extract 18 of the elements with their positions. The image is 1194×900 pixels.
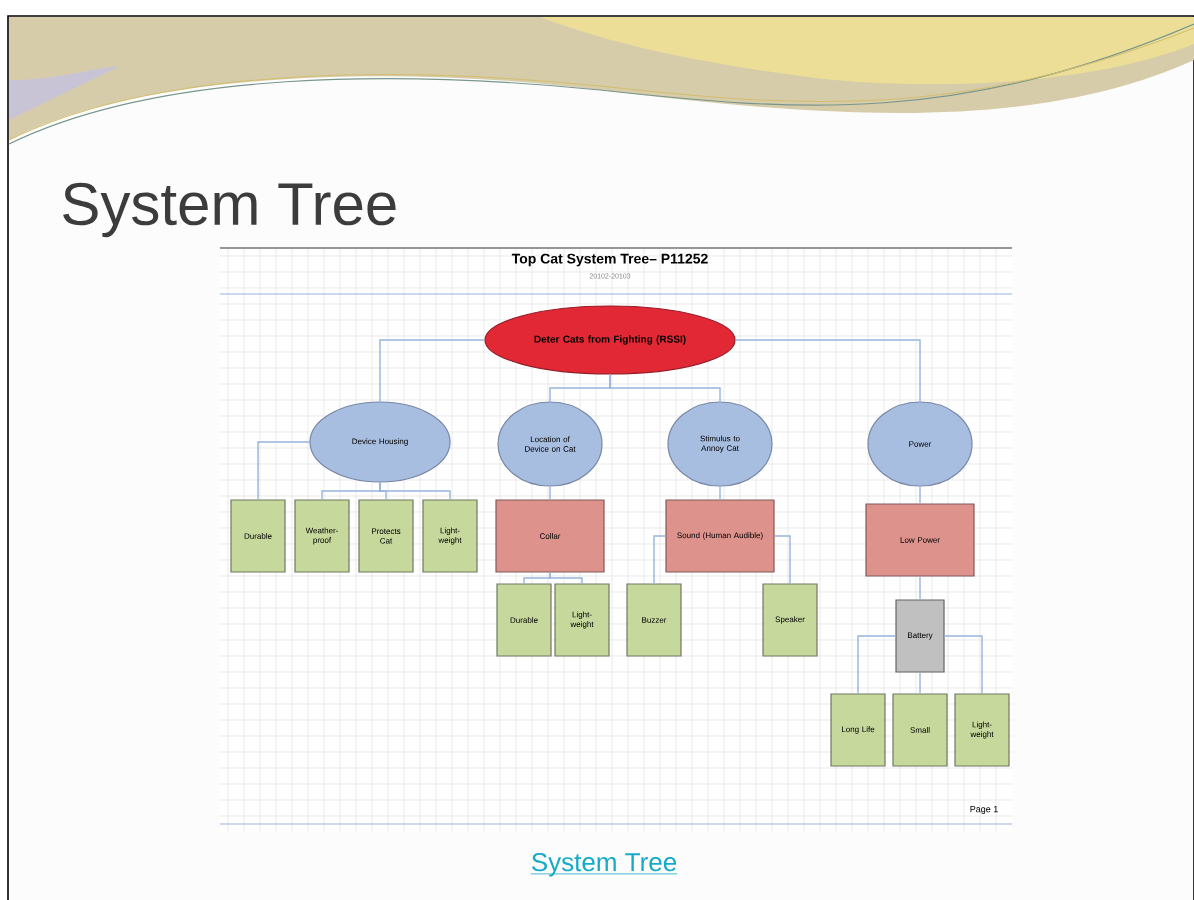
slide-title: System Tree [63, 182, 396, 238]
connector-line [919, 671, 921, 695]
connector-line [523, 571, 551, 585]
connector-line [379, 481, 451, 501]
connector-line [549, 485, 551, 501]
connector-line [609, 373, 721, 403]
connector-line [919, 575, 921, 601]
connector-line [549, 571, 583, 585]
link-text: System Tree [530, 852, 678, 877]
connector-line [857, 635, 897, 695]
connector-line [734, 339, 921, 403]
connector-line [379, 339, 486, 403]
connector-line [943, 635, 983, 695]
connector-line [919, 485, 921, 505]
connector-line [653, 535, 667, 585]
connector-line [719, 485, 721, 501]
connector-line [773, 535, 791, 585]
connector-line [257, 441, 311, 501]
